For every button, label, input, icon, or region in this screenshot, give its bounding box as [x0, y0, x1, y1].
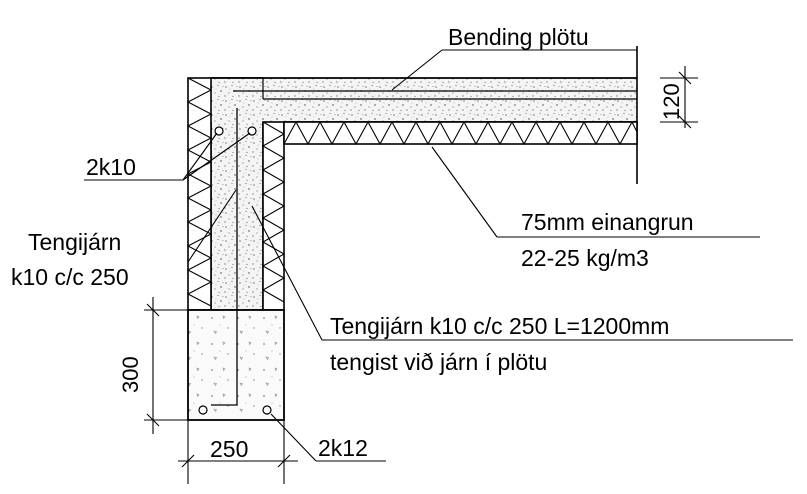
insulation-inner-wall	[261, 121, 286, 311]
dimension-footing-height	[144, 297, 188, 434]
dimension-slab-thickness	[660, 66, 698, 129]
label-dowel-left-1: Tengijárn	[28, 229, 121, 255]
label-slab-thickness: 120	[659, 83, 684, 120]
label-bars-top: 2k10	[86, 154, 136, 180]
label-dowel-left-2: k10 c/c 250	[11, 264, 129, 290]
rebar-footing-bars	[198, 405, 272, 415]
leader-lines	[84, 49, 793, 462]
concrete-slab	[211, 77, 637, 123]
dimension-footing-width	[178, 420, 298, 484]
label-dowel-right-1: Tengijárn k10 c/c 250 L=1200mm	[330, 313, 669, 339]
label-footing-width: 250	[210, 436, 248, 462]
insulation-outer	[186, 77, 213, 311]
label-insulation-2: 22-25 kg/m3	[521, 245, 649, 271]
label-dowel-right-2: tengist við járn í plötu	[330, 349, 547, 375]
footing	[187, 309, 285, 421]
label-bending: Bending plötu	[448, 24, 589, 50]
label-footing-height: 300	[118, 356, 143, 393]
rebar-dowel	[211, 108, 238, 406]
label-insulation-1: 75mm einangrun	[521, 209, 694, 235]
insulation-under-slab	[283, 120, 638, 146]
label-bars-bottom: 2k12	[318, 435, 368, 461]
